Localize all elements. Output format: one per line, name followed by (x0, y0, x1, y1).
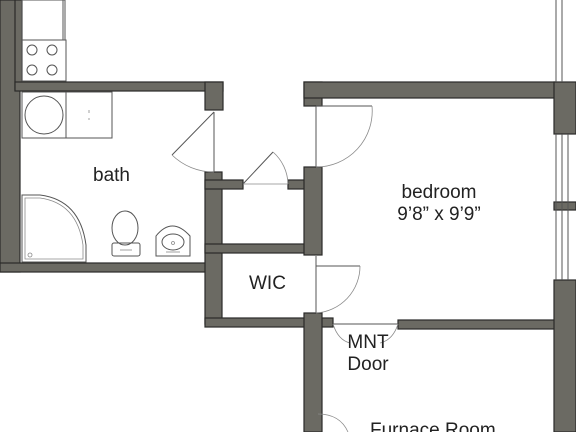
wall-bedroom-left-mid (303, 166, 323, 256)
wall-closet-stub-left (204, 179, 244, 190)
wall-right-mullion (553, 201, 576, 211)
wall-wic-bottom (204, 317, 334, 328)
washer-icon (21, 91, 113, 139)
window-icon (555, 0, 569, 280)
shower-icon (21, 194, 87, 263)
room-label-mnt-door: MNT Door (339, 332, 397, 376)
door-swing-icon (171, 105, 399, 432)
wall-closet-bottom (204, 243, 318, 254)
sink-icon (155, 225, 191, 257)
bedroom-name: bedroom (401, 182, 477, 203)
room-label-wic: WIC (249, 273, 286, 294)
toilet-icon (111, 210, 141, 257)
mnt-door-line2: Door (347, 353, 389, 375)
mnt-door-line1: MNT (347, 332, 389, 353)
wall-bedroom-left-low (303, 312, 323, 432)
wall-bedroom-top (303, 81, 557, 99)
room-label-bedroom: bedroom 9’8” x 9’9” (383, 182, 495, 226)
wall-bath-bottom (0, 262, 209, 273)
wall-bath-top (14, 81, 224, 92)
wall-bath-top-stub (204, 81, 224, 111)
wall-right-upper (553, 81, 576, 135)
wall-bedroom-bottom (397, 319, 557, 330)
bedroom-dimensions: 9’8” x 9’9” (397, 203, 481, 225)
room-label-bath: bath (93, 165, 130, 186)
wall-right-lower (553, 279, 576, 432)
wall-kitchen-side (14, 0, 23, 91)
stove-icon (21, 0, 67, 82)
room-label-furnace-room: Furnace Room (370, 420, 496, 432)
